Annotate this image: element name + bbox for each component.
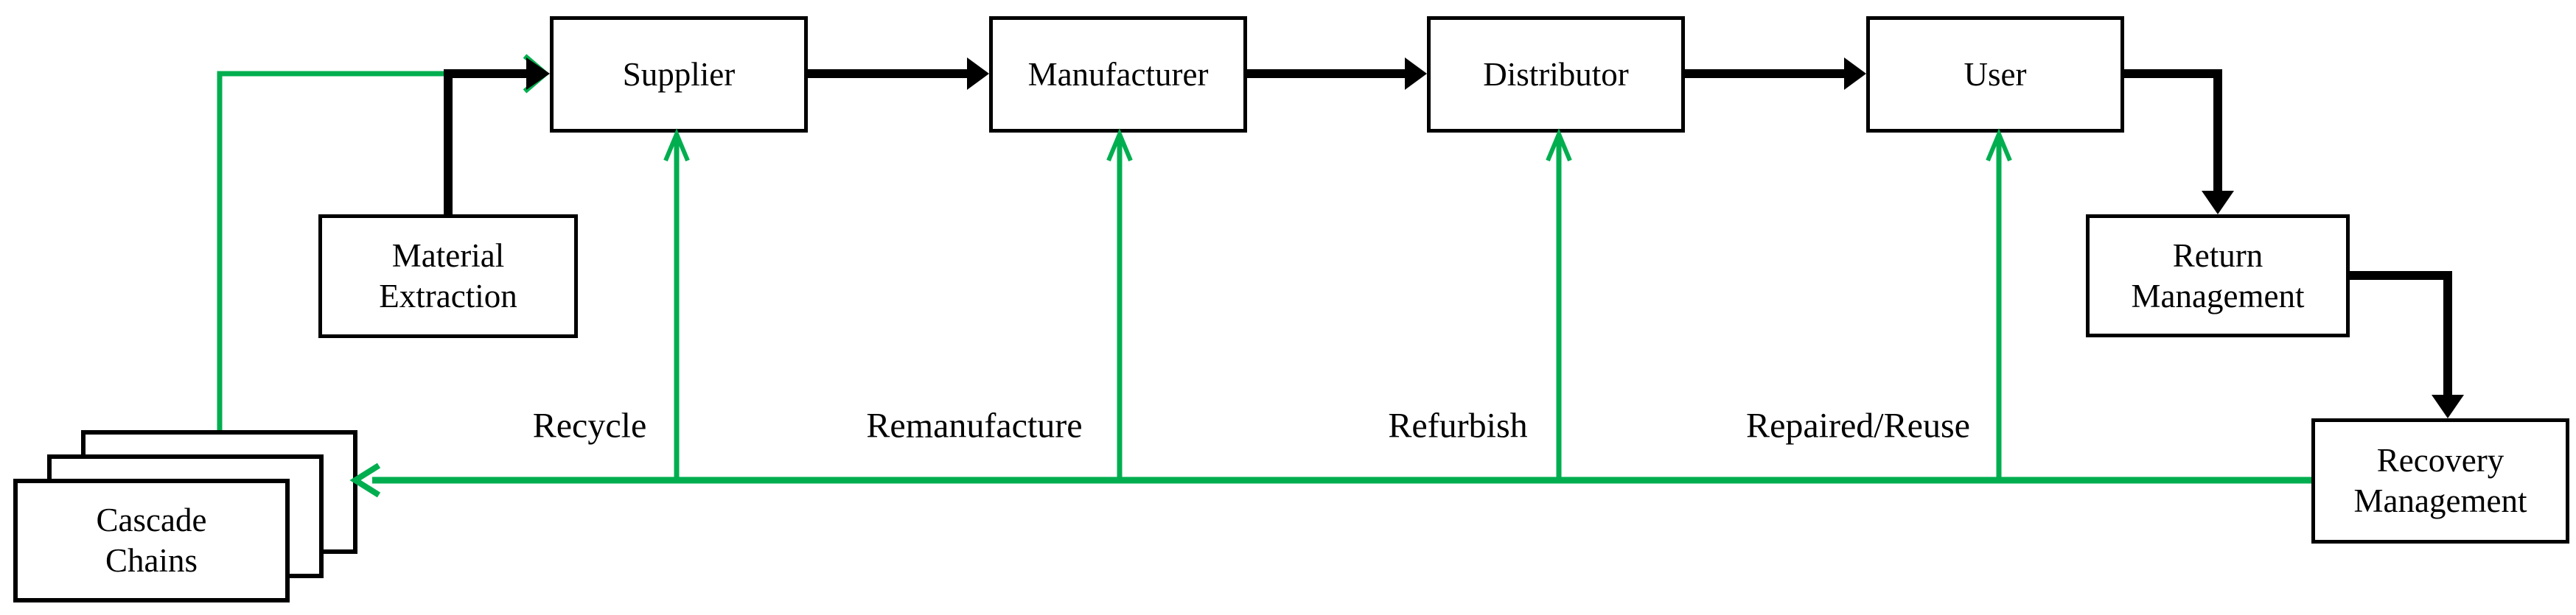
node-supplier-label: Supplier — [622, 55, 736, 93]
node-manufacturer: Manufacturer — [989, 16, 1247, 133]
node-manufacturer-label: Manufacturer — [1027, 55, 1209, 93]
arrow-supplier-to-manufacturer — [808, 57, 989, 90]
flow-label-recycle: Recycle — [532, 406, 647, 446]
green-arrow-recycle — [663, 128, 690, 483]
node-distributor: Distributor — [1427, 16, 1685, 133]
green-arrow-refurbish — [1546, 128, 1572, 483]
node-recovery-management-label: Recovery Management — [2353, 442, 2527, 519]
flow-label-remanufacture: Remanufacture — [866, 406, 1083, 446]
node-recovery-management: Recovery Management — [2311, 418, 2569, 544]
node-return-management-label: Return Management — [2131, 236, 2305, 314]
green-arrowhead-into-cascade-chains — [349, 463, 381, 498]
node-supplier: Supplier — [550, 16, 808, 133]
node-material-extraction: Material Extraction — [318, 214, 578, 338]
flow-label-repaired-reuse: Repaired/Reuse — [1746, 406, 1970, 446]
arrow-material-extraction-to-supplier — [444, 57, 550, 214]
green-arrow-remanufacture — [1106, 128, 1133, 483]
node-cascade-chains: Cascade Chains — [13, 479, 290, 602]
node-material-extraction-label: Material Extraction — [379, 237, 517, 314]
node-return-management: Return Management — [2086, 214, 2350, 337]
node-user-label: User — [1964, 55, 2027, 93]
arrow-user-to-return-management — [2124, 69, 2234, 214]
arrow-distributor-to-user — [1685, 57, 1866, 90]
node-distributor-label: Distributor — [1483, 55, 1629, 93]
flow-label-refurbish: Refurbish — [1388, 406, 1528, 446]
arrow-manufacturer-to-distributor — [1247, 57, 1427, 90]
node-user: User — [1866, 16, 2124, 133]
arrow-return-to-recovery-management — [2350, 271, 2464, 418]
green-arrow-repaired-reuse — [1986, 128, 2012, 483]
node-cascade-chains-label: Cascade Chains — [96, 502, 207, 579]
